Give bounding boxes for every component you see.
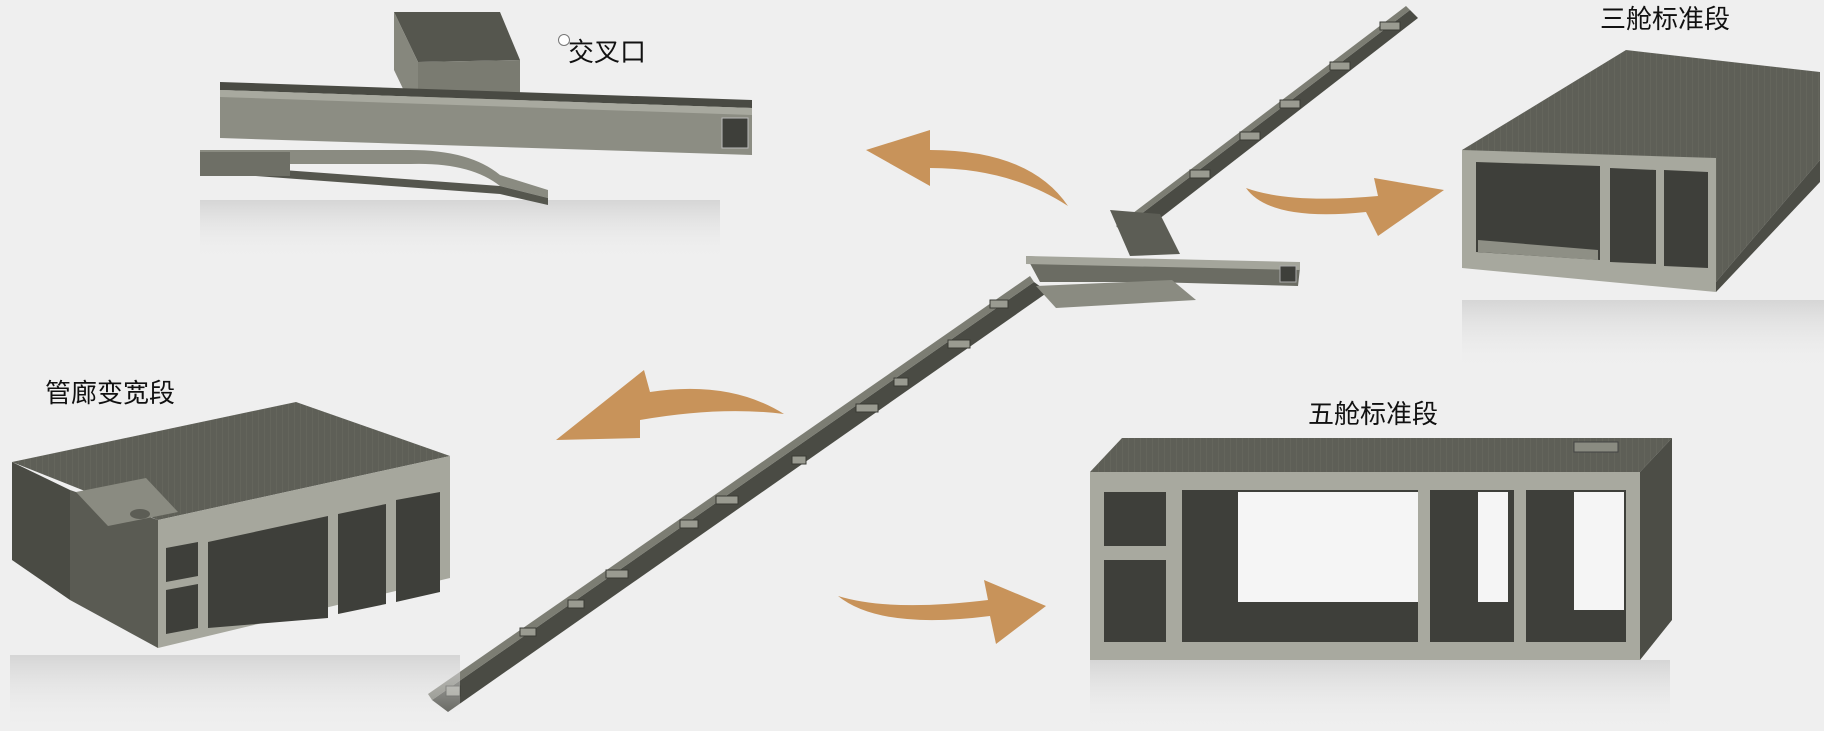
arrow-to-widened (556, 370, 784, 440)
label-three-cabin: 三舱标准段 (1600, 5, 1731, 35)
arrow-to-three-cabin (1246, 178, 1444, 236)
crossing-model (200, 12, 752, 260)
arrow-to-five-cabin (838, 580, 1046, 644)
five-cabin-model (1090, 438, 1672, 731)
cursor-ring-icon (558, 34, 570, 46)
label-five-cabin: 五舱标准段 (1308, 400, 1439, 430)
tunnel-overview (428, 6, 1418, 712)
label-crossing: 交叉口 (568, 38, 647, 68)
label-widened-section: 管廊变宽段 (45, 379, 176, 409)
arrow-to-crossing (866, 130, 1068, 206)
widened-section-model (10, 402, 460, 731)
arrows (556, 130, 1444, 644)
three-cabin-model (1462, 50, 1824, 370)
